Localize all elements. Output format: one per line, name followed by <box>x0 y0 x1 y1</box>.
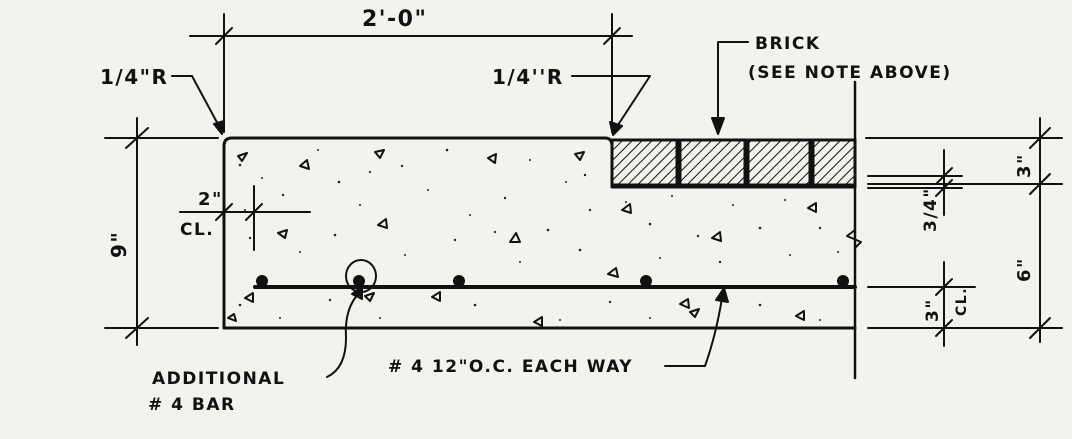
brick-note-label: (SEE NOTE ABOVE) <box>748 63 952 83</box>
rebar-callout-label: # 4 12"O.C. EACH WAY <box>388 357 633 377</box>
rebar-bar <box>640 275 652 287</box>
width-dimension-label: 2'-0" <box>362 7 427 32</box>
additional-bar-label-line2: # 4 BAR <box>148 395 236 415</box>
concrete-aggregate <box>238 148 839 321</box>
concrete-aggregate-triangles <box>227 149 817 327</box>
depth-total-label: 9" <box>107 231 131 258</box>
additional-bar-label-line1: ADDITIONAL <box>152 369 285 389</box>
radius-right-label: 1/4''R <box>492 65 564 89</box>
brick-height-label: 3" <box>1014 153 1035 178</box>
brick-unit <box>811 138 857 187</box>
brick-label: BRICK <box>755 34 821 54</box>
leader-lines <box>171 41 749 378</box>
rebar-bar <box>837 275 849 287</box>
brick-unit <box>610 138 679 187</box>
labels: 2'-0" 1/4"R 1/4''R BRICK (SEE NOTE ABOVE… <box>100 7 1035 415</box>
clear-top-value: 2" <box>198 189 223 210</box>
rebar-bar <box>256 275 268 287</box>
rebar-bar <box>353 275 365 287</box>
radius-left-label: 1/4"R <box>100 65 168 89</box>
slab-depth-label: 6" <box>1014 257 1035 282</box>
joint-label: 3/4" <box>921 187 941 232</box>
brick-pavers <box>610 80 857 380</box>
clear-top-cl: CL. <box>180 220 214 240</box>
brick-unit <box>746 138 812 187</box>
clear-bottom-value: 3" <box>923 298 943 322</box>
brick-unit <box>678 138 747 187</box>
dimension-lines <box>104 13 1063 347</box>
clear-bottom-cl: CL. <box>954 287 970 316</box>
rebar-mat <box>253 259 857 293</box>
rebar-bar <box>453 275 465 287</box>
